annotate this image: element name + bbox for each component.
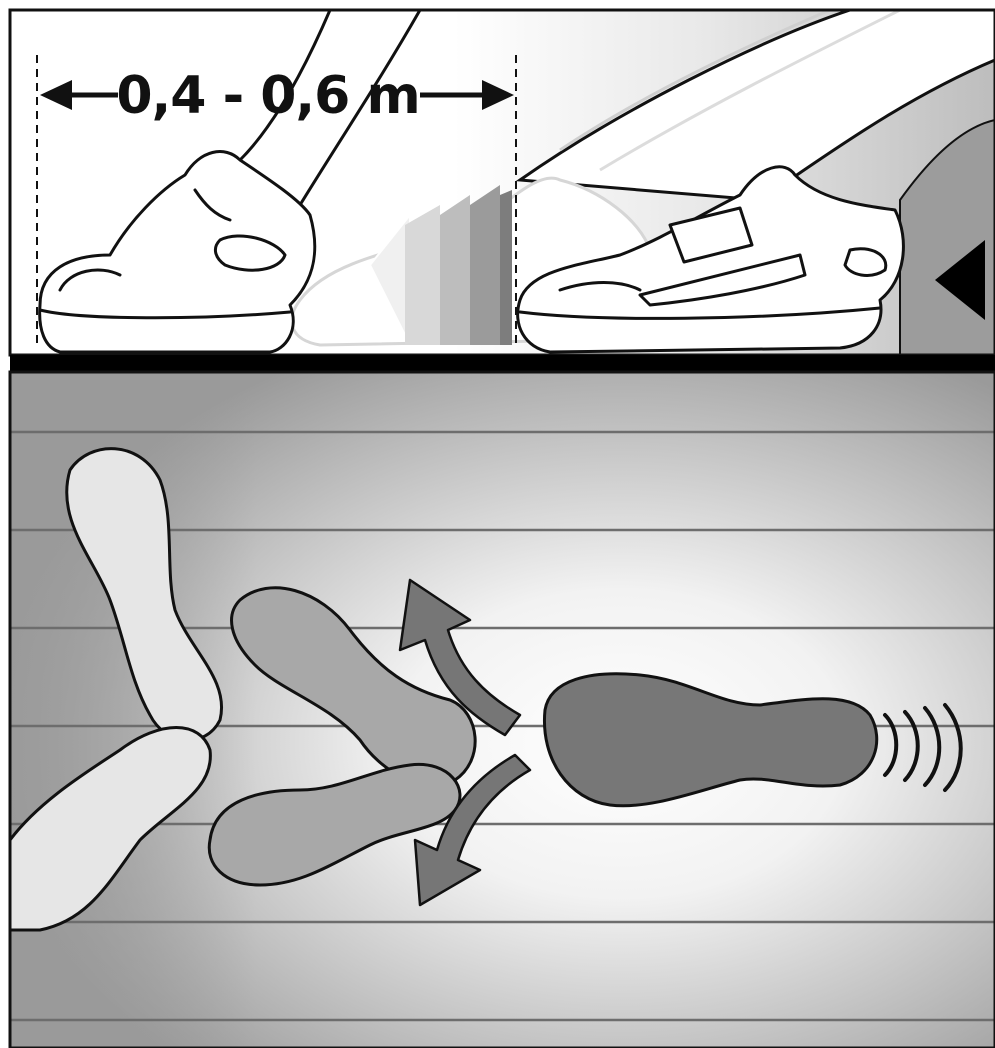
side-view-panel: 0,4 - 0,6 m <box>10 10 995 355</box>
ground-bar <box>10 355 995 373</box>
dimension-label: 0,4 - 0,6 m <box>116 66 419 126</box>
top-view-panel <box>10 372 995 1048</box>
